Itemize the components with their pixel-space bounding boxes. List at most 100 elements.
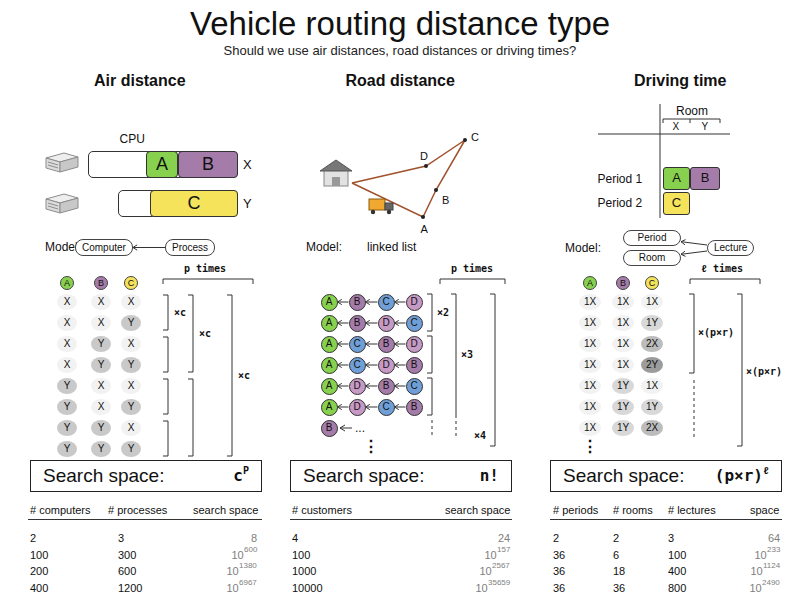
table-cell: 3 — [668, 532, 674, 545]
connector-line — [395, 302, 406, 303]
process-dot: B — [94, 276, 108, 290]
connector-line — [366, 407, 378, 408]
node-text: 1X — [584, 317, 596, 329]
truck-icon — [369, 199, 393, 214]
customer-node: B — [349, 294, 366, 311]
chain-link — [340, 428, 352, 429]
node-text: 1Y — [617, 422, 629, 434]
stop-label: A — [421, 223, 428, 236]
assignment-cell: 1Y — [612, 378, 634, 394]
bracket — [694, 380, 695, 440]
stop-dot — [424, 164, 428, 168]
table-cell: 10000 — [292, 582, 323, 595]
model-class-box: Process — [165, 239, 215, 256]
computer-label: Y — [243, 196, 252, 211]
room-bracket — [663, 119, 720, 123]
ellipsis: ⋮ — [363, 439, 379, 455]
node-text: B — [701, 171, 710, 186]
bracket — [163, 421, 168, 456]
lecture-dot: C — [645, 276, 659, 290]
node-text: X — [128, 296, 135, 308]
connector-line — [395, 323, 406, 324]
node-text: X — [98, 317, 105, 329]
node-text: C — [382, 401, 389, 413]
connector — [366, 404, 378, 409]
connector-line — [338, 323, 349, 324]
stop-dot — [463, 138, 467, 142]
table-cell: 800 — [668, 582, 686, 595]
assignment-cell: 1X — [579, 357, 601, 373]
arrow-head — [366, 299, 370, 304]
stop-dot — [421, 215, 425, 219]
node-text: 1X — [646, 380, 658, 392]
assignment-cell: Y — [57, 378, 77, 394]
process-block: C — [150, 190, 238, 217]
text-label: linked list — [367, 240, 416, 254]
bracket-label: p times — [184, 263, 226, 275]
arrow-head — [366, 362, 370, 367]
customer-node: D — [378, 357, 395, 374]
customer-node: D — [406, 336, 423, 353]
assignment-cell: 1X — [612, 357, 634, 373]
node-text: X — [64, 296, 71, 308]
node-text: 1X — [584, 296, 596, 308]
assignment-cell: X — [91, 294, 111, 310]
node-text: Y — [64, 401, 71, 413]
table-cell: 100 — [292, 549, 310, 562]
bracket — [188, 295, 193, 372]
node-text: Y — [98, 443, 105, 455]
table-value: 10 — [480, 565, 492, 578]
assignment-cell: 1X — [579, 420, 601, 436]
table-value: 10 — [751, 565, 763, 578]
arrow-head — [366, 320, 370, 325]
connector — [338, 299, 349, 304]
server-side — [46, 158, 60, 172]
node-text: B — [202, 154, 214, 175]
node-text: 1X — [646, 296, 658, 308]
assignment-cell: 1Y — [641, 315, 663, 331]
formula-base: n! — [480, 466, 499, 485]
bracket — [427, 378, 432, 415]
truck-wheel — [371, 210, 375, 214]
assignment-cell: Y — [121, 441, 141, 457]
table-cell: 2 — [613, 532, 619, 545]
table-cell: 2 — [553, 532, 559, 545]
depot-door — [332, 177, 340, 186]
node-text: A — [326, 338, 333, 350]
model-class-box: Computer — [75, 239, 133, 256]
table-cell: 400 — [30, 582, 48, 595]
bracket-label: ×(p×r) — [698, 327, 734, 339]
node-text: C — [410, 380, 417, 392]
depot-roof — [320, 160, 352, 171]
bracket — [451, 294, 456, 415]
customer-node: D — [378, 315, 395, 332]
arrow-head — [340, 425, 345, 431]
table-cell: 3 — [118, 532, 124, 545]
customer-node: C — [378, 294, 395, 311]
connector — [338, 383, 349, 388]
arrow-head — [366, 404, 370, 409]
connector — [395, 383, 406, 388]
lecture-block: B — [690, 167, 720, 190]
depot-icon — [320, 160, 352, 186]
node-text: 1X — [617, 296, 629, 308]
table-cell: 200 — [30, 565, 48, 578]
table-cell: 4 — [292, 532, 298, 545]
node-text: B — [98, 278, 104, 288]
node-text: 2X — [646, 422, 658, 434]
table-rule — [28, 519, 262, 520]
server-front — [60, 198, 78, 213]
room-label: Y — [702, 121, 709, 133]
column-heading: Road distance — [346, 71, 455, 90]
node-text: 2X — [646, 338, 658, 350]
connector-line — [366, 344, 378, 345]
arrow-head — [338, 404, 342, 409]
node-text: 2Y — [646, 359, 658, 371]
text-label: Period 2 — [598, 196, 643, 210]
node-text: Y — [128, 359, 135, 371]
assignment-cell: 1X — [612, 315, 634, 331]
assignment-cell: X — [121, 294, 141, 310]
bracket-label: ×c — [174, 307, 186, 319]
